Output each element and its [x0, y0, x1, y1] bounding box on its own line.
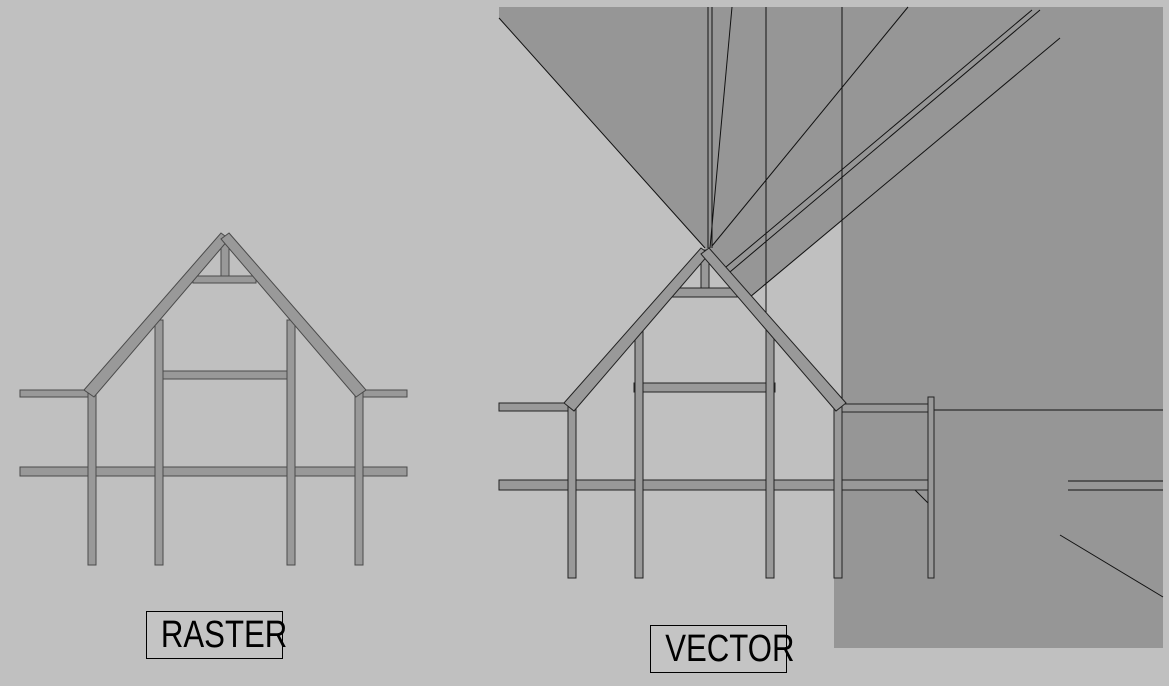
shadow-edge [743, 37, 1061, 303]
shadow-edge [914, 489, 929, 504]
raster-rafter-right [220, 232, 367, 398]
vector-collar-tie [671, 287, 738, 298]
vector-rafter-right [700, 247, 847, 412]
shadow-edge [1059, 534, 1164, 598]
raster-post [354, 391, 364, 566]
vector-king-post [700, 249, 710, 289]
shadow-edge [709, 6, 733, 249]
raster-post [154, 319, 164, 566]
shadow-edge [498, 17, 706, 249]
raster-eave-beam-left [19, 389, 96, 398]
vector-post [765, 329, 775, 579]
vector-label-text: VECTOR [665, 628, 795, 670]
vector-label: VECTOR [650, 625, 794, 673]
shadow-edge [711, 6, 909, 247]
raster-floor-beam [19, 466, 408, 477]
vector-post [927, 396, 935, 579]
raster-mid-beam [155, 370, 296, 380]
raster-post [286, 319, 296, 566]
shadow-region [499, 7, 1163, 648]
shadow-edge [719, 9, 1033, 273]
vector-post [634, 329, 644, 579]
vector-eave-beam-left [498, 402, 574, 412]
raster-frame [19, 232, 408, 566]
vector-post [567, 404, 577, 579]
vector-mid-beam [633, 382, 776, 393]
vector-post [833, 404, 843, 579]
vector-frame [498, 247, 935, 579]
vector-floor-beam [498, 479, 929, 491]
vector-shadow [498, 6, 1164, 648]
shadow-edge [723, 9, 1041, 278]
vector-eave-beam-right [835, 403, 931, 413]
raster-collar-tie [192, 275, 257, 284]
raster-label-text: RASTER [160, 614, 288, 656]
raster-post [87, 391, 97, 566]
raster-label: RASTER [146, 611, 287, 659]
